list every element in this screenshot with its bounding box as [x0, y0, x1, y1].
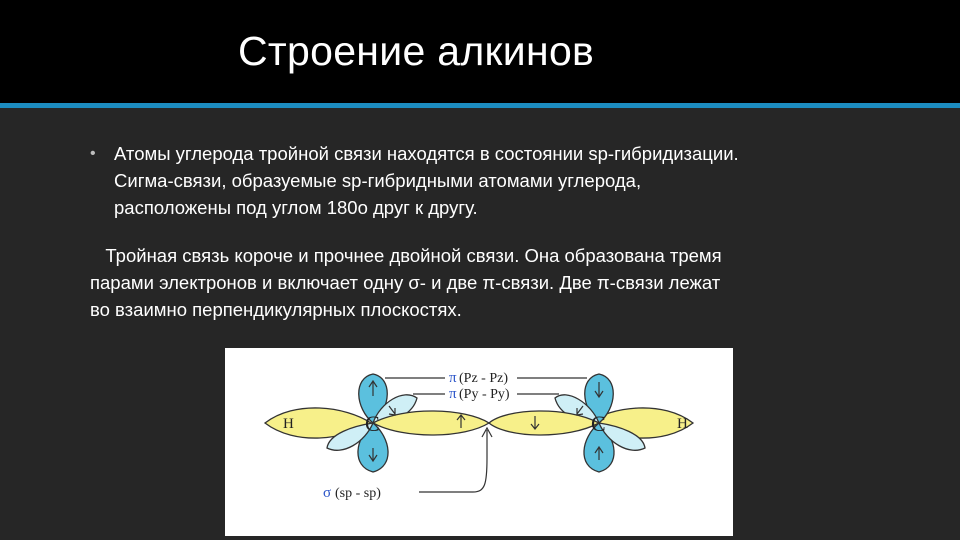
spin-arrow-up-icon [594, 445, 604, 460]
pi-symbol-2: π [449, 386, 457, 402]
slide-title: Строение алкинов [238, 28, 595, 74]
paragraph-line-3: во взаимно перпендикулярных плоскостях. [90, 299, 462, 320]
spin-arrow-down-icon [530, 416, 540, 430]
sigma-label: (sp - sp) [335, 486, 381, 501]
paragraph-line-1: Тройная связь короче и прочнее двойной с… [90, 245, 722, 266]
sigma-symbol: σ [323, 485, 331, 501]
paragraph-line-2: парами электронов и включает одну σ- и д… [90, 272, 721, 293]
spin-arrow-down-icon [368, 448, 378, 463]
bullet-line-2: Сигма-связи, образуемые sp-гибридными ат… [114, 170, 642, 191]
spin-arrow-down-icon [594, 382, 604, 399]
bullet-item: • Атомы углерода тройной связи находятся… [90, 140, 890, 221]
bullet-line-1: Атомы углерода тройной связи находятся в… [114, 143, 739, 164]
left-h-atom: H [283, 416, 294, 432]
left-c-atom: C [365, 411, 380, 436]
pi-label-1: (Pz - Pz) [459, 371, 508, 386]
title-band: Строение алкинов [0, 0, 960, 103]
right-h-atom: H [677, 416, 688, 432]
right-c-atom: C [591, 411, 606, 436]
right-c-sp-inner [487, 410, 601, 436]
left-c-py-lower [326, 422, 375, 451]
pi-label-2: (Py - Py) [459, 387, 510, 402]
spin-arrow-up-icon [456, 414, 466, 428]
alkyne-orbital-diagram: .yl { fill: #f7f08a; stroke: #333; strok… [225, 348, 733, 536]
pi-symbol-1: π [449, 370, 457, 386]
bullet-dot-icon: • [90, 145, 96, 162]
accent-bar [0, 103, 960, 108]
spin-arrow-down-icon [388, 405, 396, 416]
sigma-pointer-arrowhead-icon [481, 426, 493, 438]
sigma-pointer-line [419, 430, 488, 493]
right-c-py-lower [597, 422, 646, 451]
spin-arrow-up-icon [368, 379, 378, 396]
spin-arrow-down-icon [576, 405, 584, 416]
bullet-line-3: расположены под углом 180о друг к другу. [114, 197, 478, 218]
paragraph: Тройная связь короче и прочнее двойной с… [90, 242, 890, 323]
